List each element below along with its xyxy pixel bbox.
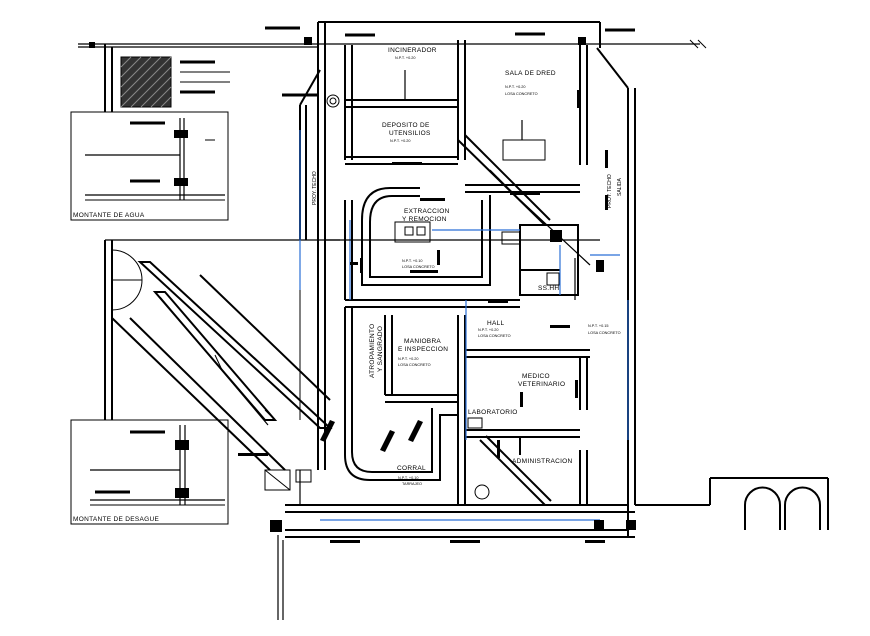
- room-ssh: SS.HH: [538, 285, 559, 292]
- level-maniobra-losa: LOSA CONCRETO: [398, 363, 431, 367]
- level-incinerador: N.P.T. +0.20: [395, 56, 416, 60]
- room-medico-line2: VETERINARIO: [518, 381, 565, 388]
- water-pipes: [299, 130, 629, 521]
- room-deposito-line2: UTENSILIOS: [389, 130, 431, 137]
- label-proy-techo-east: PROY. TECHO: [607, 174, 613, 208]
- level-east-losa: LOSA CONCRETO: [588, 331, 621, 335]
- room-sala-dred: SALA DE DRED: [505, 70, 556, 77]
- montante-agua-detail: MONTANTE DE AGUA: [70, 111, 229, 221]
- room-labels: INCINERADOR N.P.T. +0.20 SALA DE DRED N.…: [312, 47, 623, 486]
- room-corral: CORRAL: [397, 465, 426, 472]
- level-extraccion-losa: LOSA CONCRETO: [402, 265, 435, 269]
- level-corral-tarrajeo: TARRAJEO: [402, 482, 422, 486]
- fixtures: [264, 94, 560, 500]
- room-extraccion-line2: Y REMOCION: [402, 216, 447, 223]
- level-east: N.P.T. +0.15: [588, 324, 609, 328]
- interior-walls: [285, 40, 635, 538]
- room-medico-line1: MEDICO: [522, 373, 550, 380]
- top-pipe-run: [78, 26, 707, 49]
- room-extraccion-line1: EXTRACCION: [404, 208, 450, 215]
- room-administracion: ADMINISTRACION: [512, 458, 573, 465]
- level-sala-dred: N.P.T. +0.20: [505, 85, 526, 89]
- level-maniobra: N.P.T. +0.20: [398, 357, 419, 361]
- room-deposito-line1: DEPOSITO DE: [382, 122, 430, 129]
- room-atropamiento-line2: Y SANGRADO: [377, 326, 384, 372]
- west-entry: [104, 239, 340, 471]
- room-incinerador: INCINERADOR: [388, 47, 437, 54]
- room-laboratorio: LABORATORIO: [468, 409, 518, 416]
- level-hall-losa: LOSA CONCRETO: [478, 334, 511, 338]
- level-deposito: N.P.T. +0.20: [390, 139, 411, 143]
- montante-agua-label: MONTANTE DE AGUA: [73, 212, 145, 219]
- east-arches: [635, 477, 829, 530]
- montante-desague-label: MONTANTE DE DESAGUE: [73, 516, 159, 523]
- pipe-tags: [238, 90, 636, 543]
- level-hall: N.P.T. +0.20: [478, 328, 499, 332]
- vent-detail: [104, 44, 230, 112]
- room-maniobra-line1: MANIOBRA: [404, 338, 441, 345]
- montante-desague-detail: MONTANTE DE DESAGUE: [70, 419, 229, 525]
- label-proy-techo-west: PROY. TECHO: [312, 171, 318, 205]
- label-salida: SALIDA: [617, 178, 623, 196]
- level-corral: N.P.T. +0.10: [398, 476, 419, 480]
- room-hall: HALL: [487, 320, 505, 327]
- room-maniobra-line2: E INSPECCION: [398, 346, 448, 353]
- level-sala-dred-losa: LOSA CONCRETO: [505, 92, 538, 96]
- room-atropamiento-line1: ATROPAMIENTO: [369, 323, 376, 378]
- level-extraccion: N.P.T. +0.10: [402, 259, 423, 263]
